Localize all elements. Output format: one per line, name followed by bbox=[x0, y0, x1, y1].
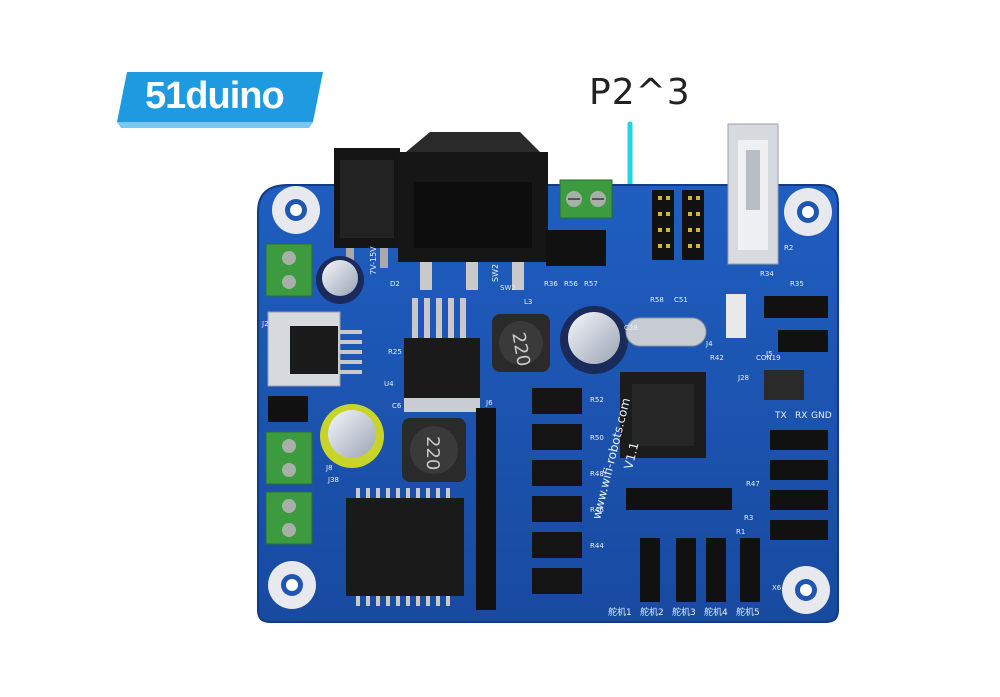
ref-0: J2 bbox=[261, 320, 269, 328]
servo-label-1: 舵机1 bbox=[608, 606, 632, 618]
diode-column bbox=[532, 388, 582, 594]
logo-badge-shape bbox=[117, 72, 323, 128]
ref-11: J38 bbox=[327, 476, 339, 484]
ref-2: J5 bbox=[765, 350, 773, 358]
ref-4: J8 bbox=[325, 464, 333, 472]
crystal-oscillator bbox=[625, 317, 707, 347]
inductors: 220 220 bbox=[402, 314, 550, 482]
ref-13: R52 bbox=[590, 396, 604, 404]
brand-logo: 51duino bbox=[117, 66, 323, 128]
silk-rx: RX bbox=[795, 411, 807, 421]
ref-17: R44 bbox=[590, 542, 604, 550]
ref-16: R46 bbox=[590, 506, 604, 514]
ref-10: U4 bbox=[384, 380, 394, 388]
ref-31: R58 bbox=[650, 296, 664, 304]
pin-header-vertical bbox=[476, 408, 496, 610]
chips bbox=[346, 298, 706, 606]
ref-21: R47 bbox=[746, 480, 760, 488]
pin-annotation-label: P2^3 bbox=[589, 72, 691, 113]
ref-20: J28 bbox=[737, 374, 749, 382]
ref-15: R48 bbox=[590, 470, 604, 478]
dc-power-jack bbox=[334, 148, 400, 268]
servo-label-2: 舵机2 bbox=[640, 606, 664, 618]
ref-23: R1 bbox=[736, 528, 745, 536]
ref-28: R36 bbox=[544, 280, 558, 288]
servo-headers bbox=[626, 488, 760, 602]
servo-label-4: 舵机4 bbox=[704, 606, 728, 618]
voltage-regulator bbox=[267, 311, 362, 387]
servo-label-3: 舵机3 bbox=[672, 606, 696, 618]
ref-7: L3 bbox=[524, 298, 532, 306]
ref-32: C51 bbox=[674, 296, 688, 304]
capacitors bbox=[316, 256, 628, 468]
ref-29: R56 bbox=[564, 280, 578, 288]
ref-25: CON19 bbox=[756, 354, 781, 362]
ref-5: SW2 bbox=[500, 284, 516, 292]
silkscreen-version: V1.1 bbox=[621, 441, 641, 471]
ref-27: R35 bbox=[790, 280, 804, 288]
ref-8: C28 bbox=[624, 324, 638, 332]
ref-22: R3 bbox=[744, 514, 753, 522]
ref-24: R2 bbox=[784, 244, 793, 252]
pin-headers-top bbox=[546, 190, 704, 266]
ref-14: R50 bbox=[590, 434, 604, 442]
silk-tx: TX bbox=[774, 411, 787, 421]
usb-connector bbox=[727, 123, 779, 265]
ref-30: R57 bbox=[584, 280, 598, 288]
silk-gnd: GND bbox=[811, 411, 832, 421]
ref-1: J4 bbox=[705, 340, 713, 348]
ref-12: R25 bbox=[388, 348, 402, 356]
ref-9: C6 bbox=[392, 402, 402, 410]
mounting-holes bbox=[268, 186, 832, 614]
silkscreen-voltage: 7V-15V bbox=[369, 246, 378, 275]
terminal-blocks-left bbox=[265, 243, 313, 545]
ref-3: J6 bbox=[485, 399, 493, 407]
terminal-block-top bbox=[559, 179, 613, 219]
ref-18: R42 bbox=[710, 354, 724, 362]
servo-label-5: 舵机5 bbox=[736, 606, 760, 618]
ref-26: R34 bbox=[760, 270, 774, 278]
power-switch: SW2 bbox=[398, 132, 548, 290]
pin-headers-right bbox=[726, 294, 828, 540]
inductor-label-2: 220 bbox=[422, 436, 443, 470]
logo-text: 51duino bbox=[145, 75, 285, 117]
ref-6: D2 bbox=[390, 280, 400, 288]
svg-text:SW2: SW2 bbox=[491, 264, 500, 282]
ref-19: X6 bbox=[772, 584, 782, 592]
